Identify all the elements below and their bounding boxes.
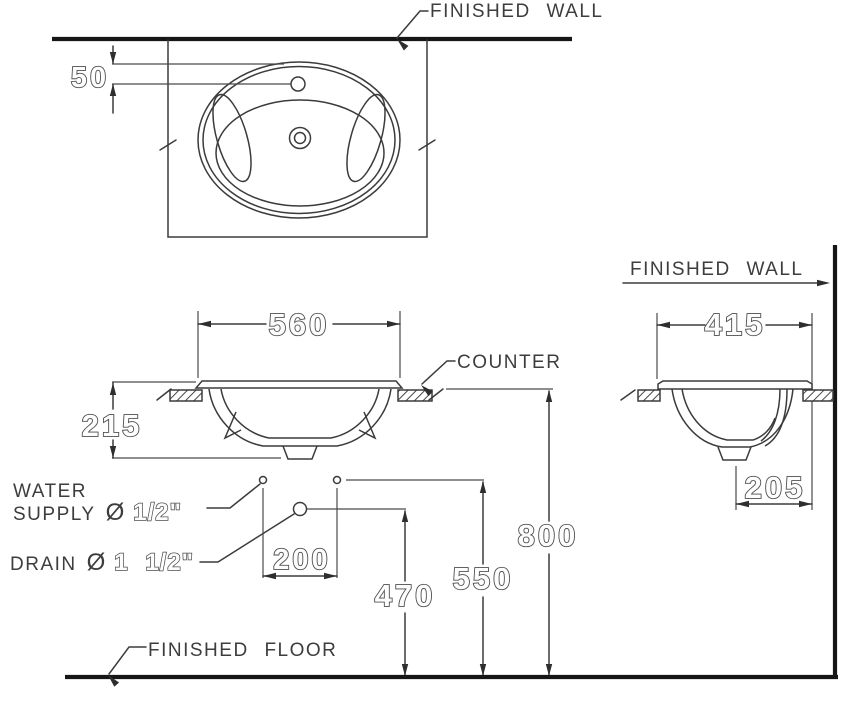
front-mount-clip-left — [223, 411, 242, 440]
dim-200-arrow-left-icon — [263, 572, 276, 580]
dim-205: 205 — [735, 466, 813, 510]
dim-550-value: 550 — [453, 561, 514, 596]
dim-550: 550 — [346, 479, 514, 676]
dim-800-arrow-up-icon — [545, 390, 553, 402]
dim-415-arrow-right-icon — [799, 321, 812, 329]
front-counter-break-tick-left — [156, 388, 172, 401]
water-supply-label-line1: WATER — [13, 481, 87, 502]
front-mount-clip-right — [358, 411, 377, 440]
drain-label-line: DRAIN Ø 1 1/2" — [10, 549, 194, 576]
water-supply-word: SUPPLY — [13, 504, 96, 525]
dim-415-arrow-left-icon — [657, 321, 670, 329]
plan-wall-leader-arrowhead-icon — [397, 39, 409, 51]
dim-205-arrow-left-icon — [736, 500, 749, 508]
faucet-hole — [290, 76, 306, 92]
dim-200-value: 200 — [273, 544, 330, 576]
dim-800-arrow-down-icon — [545, 664, 553, 676]
front-sink-bowl-outer — [208, 388, 392, 447]
plan-wall-leader-line — [396, 10, 429, 39]
dim-415-value: 415 — [705, 307, 766, 342]
counter-leader-line — [421, 360, 456, 385]
finished-floor-leader-arrowhead-icon — [108, 675, 120, 687]
dim-205-arrow-right-icon — [799, 500, 812, 508]
water-supply-point-right — [332, 475, 342, 485]
dim-470: 470 — [307, 508, 436, 676]
drain-leader-line — [199, 513, 295, 563]
finished-floor-label: FINISHED FLOOR — [148, 640, 337, 661]
side-counter-hatch-right — [802, 389, 834, 402]
dim-215-arrow-down-icon — [109, 446, 117, 458]
front-counter-hatch-right — [397, 389, 433, 402]
drain-diameter-icon: Ø — [87, 549, 106, 576]
front-drain-fitting — [282, 445, 318, 460]
water-supply-label-line2: SUPPLY Ø 1/2" — [13, 499, 182, 526]
dim-215: 215 — [81, 381, 281, 459]
dim-200-arrow-right-icon — [324, 572, 337, 580]
dim-560-value: 560 — [269, 307, 330, 342]
plan-counter-outline — [167, 39, 428, 238]
side-bowl-back-ledge-inner — [760, 388, 781, 442]
sink-rim-inner-line — [202, 65, 396, 215]
side-finished-wall-label: FINISHED WALL — [630, 259, 804, 280]
dim-560-arrow-left-icon — [198, 320, 211, 328]
counter-leader-arrowhead-icon — [421, 385, 433, 397]
dim-50: 50 — [70, 45, 291, 114]
water-supply-diameter-icon: Ø — [106, 499, 125, 526]
dim-215-arrow-up-icon — [109, 383, 117, 395]
dim-215-value: 215 — [82, 408, 143, 443]
plan-counter-break-tick-left — [159, 139, 177, 151]
dim-50-value: 50 — [71, 62, 109, 94]
front-sink-rim — [194, 380, 404, 389]
dim-550-arrow-up-icon — [479, 481, 487, 493]
side-elevation: FINISHED WALL 415 205 — [620, 245, 838, 679]
plan-counter-break-tick-right — [418, 139, 436, 151]
front-sink-bowl-inner — [220, 388, 380, 439]
front-counter-break-tick-right — [428, 388, 444, 401]
dim-470-arrow-up-icon — [401, 510, 409, 522]
drain-word: DRAIN — [10, 554, 77, 575]
side-bowl-back-ledge-outer — [764, 388, 788, 447]
side-counter-break-tick — [620, 389, 636, 401]
dim-550-arrow-down-icon — [479, 664, 487, 676]
front-elevation: 560 215 COUNTER WA — [10, 306, 838, 687]
dim-470-value: 470 — [375, 578, 436, 613]
dim-800-value: 800 — [518, 518, 579, 553]
dim-200: 200 — [262, 488, 338, 580]
drain-outline-inner — [293, 131, 307, 145]
front-counter-hatch-left — [169, 389, 203, 402]
plan-finished-wall-label: FINISHED WALL — [430, 1, 604, 22]
sink-basin-edge — [215, 99, 385, 207]
water-supply-point-left — [258, 475, 268, 485]
finished-floor-leader-line — [108, 646, 147, 675]
drain-size: 1 1/2" — [114, 549, 194, 576]
drain-point — [292, 501, 308, 517]
dim-560: 560 — [197, 306, 401, 378]
side-wall-leader-arrowhead-icon — [817, 279, 830, 287]
dim-50-arrow-up-icon — [109, 84, 117, 96]
side-counter-hatch-left — [637, 389, 661, 402]
water-supply-size: 1/2" — [133, 499, 182, 526]
drain-outline-outer — [288, 126, 312, 150]
dim-560-arrow-right-icon — [387, 320, 400, 328]
dim-50-arrow-down-icon — [109, 52, 117, 64]
sink-outer-rim — [197, 61, 401, 219]
counter-label: COUNTER — [457, 352, 561, 373]
side-sink-rim — [657, 380, 813, 390]
sink-soap-recess-right — [346, 93, 386, 183]
dim-800: 800 — [446, 388, 579, 676]
water-supply-leader-line — [206, 483, 261, 509]
dim-470-arrow-down-icon — [401, 664, 409, 676]
dim-415: 415 — [656, 306, 813, 510]
plan-view: FINISHED WALL 50 — [52, 1, 604, 238]
side-sink-bowl-outer — [671, 388, 794, 448]
sink-soap-recess-left — [212, 93, 252, 183]
dim-205-value: 205 — [745, 470, 806, 505]
side-sink-bowl-inner — [681, 388, 776, 441]
side-drain-fitting — [717, 446, 752, 461]
